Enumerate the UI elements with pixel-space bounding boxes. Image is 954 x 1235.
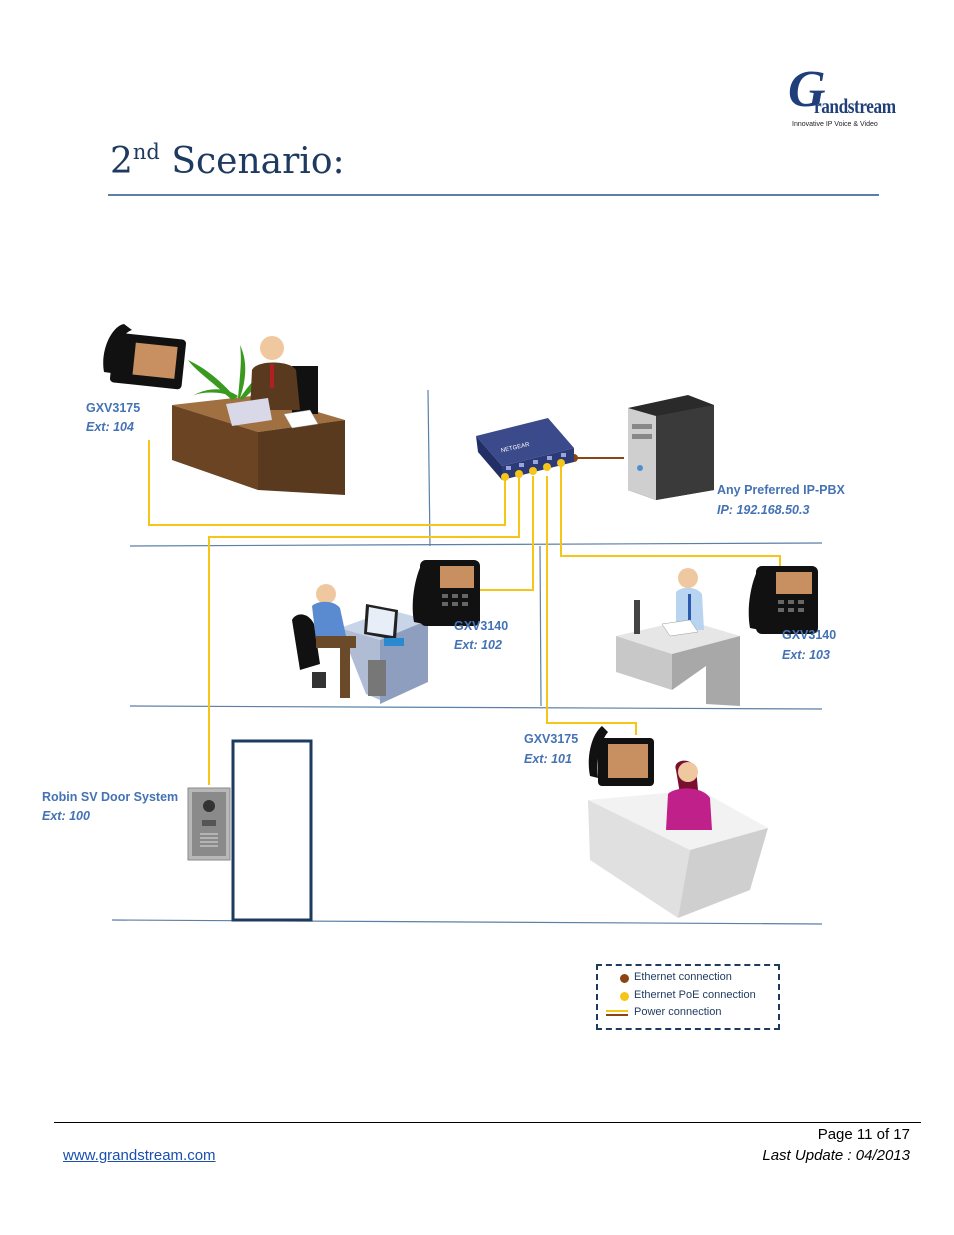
- label-door-name: Robin SV Door System: [42, 790, 179, 804]
- robin-door-station: [187, 787, 231, 861]
- reception-area: [588, 760, 768, 918]
- title-suffix: nd: [132, 140, 160, 164]
- label-pbx-ip: IP: 192.168.50.3: [717, 503, 810, 517]
- page-number: Page 11 of 17: [817, 1126, 910, 1143]
- logo-wordmark: randstream: [814, 94, 896, 118]
- floor-line-2: [129, 705, 823, 710]
- door-frame: [231, 739, 313, 922]
- label-pbx-name: Any Preferred IP-PBX: [717, 483, 845, 497]
- footer-divider: [54, 1122, 921, 1123]
- cable-ext-100: [208, 476, 520, 785]
- wall-line-2: [539, 545, 542, 707]
- page-title: 2nd Scenario:: [110, 140, 345, 182]
- label-ext-100: Ext: 100: [42, 809, 90, 823]
- label-model-ext104: GXV3175: [86, 401, 141, 415]
- phone-gxv3175-ext101: [588, 726, 654, 786]
- floor-line-3: [111, 919, 823, 925]
- logo-initial: G: [788, 61, 826, 118]
- label-ext-103: Ext: 103: [782, 648, 830, 662]
- pbx-server: [628, 395, 714, 500]
- cable-ext-103: [560, 462, 781, 570]
- label-ext-102: Ext: 102: [454, 638, 502, 652]
- phone-gxv3175-ext104: [103, 324, 187, 390]
- legend-power-line-a: [606, 1010, 628, 1012]
- wall-line-1: [427, 389, 431, 547]
- label-model-ext102: GXV3140: [454, 619, 509, 633]
- title-text: Scenario:: [159, 141, 345, 182]
- phone-gxv3140-ext102: [412, 560, 480, 626]
- label-ext-104: Ext: 104: [86, 420, 134, 434]
- cable-ext-104: [148, 440, 506, 526]
- legend-ethernet-dot: [620, 974, 629, 983]
- logo-tagline: Innovative IP Voice & Video: [792, 121, 878, 128]
- label-model-ext101: GXV3175: [524, 732, 579, 746]
- label-model-ext103: GXV3140: [782, 628, 837, 642]
- legend-power-label: Power connection: [634, 1006, 722, 1018]
- floor-line-1: [129, 542, 823, 547]
- netgear-switch: NETGEAR: [476, 418, 574, 481]
- legend-power-line-b: [606, 1014, 628, 1016]
- website-link[interactable]: www.grandstream.com: [63, 1147, 216, 1164]
- cable-ext-101: [546, 476, 637, 735]
- legend-poe-dot: [620, 992, 629, 1001]
- floor-lines: [111, 389, 823, 925]
- legend-ethernet-label: Ethernet connection: [634, 971, 732, 983]
- legend-poe-label: Ethernet PoE connection: [634, 989, 756, 1001]
- legend: Ethernet connection Ethernet PoE connect…: [596, 964, 780, 1030]
- cable-ext-102: [480, 476, 534, 591]
- label-ext-101: Ext: 101: [524, 752, 572, 766]
- office-top-left: [172, 336, 345, 495]
- office-middle: [292, 584, 428, 704]
- title-number: 2: [110, 141, 133, 182]
- office-right: [616, 568, 740, 706]
- poe-cables: [148, 440, 781, 785]
- last-update: Last Update : 04/2013: [762, 1147, 910, 1164]
- title-divider: [108, 194, 879, 196]
- grandstream-logo: G randstream Innovative IP Voice & Video: [788, 61, 898, 134]
- phone-gxv3140-ext103: [748, 566, 818, 634]
